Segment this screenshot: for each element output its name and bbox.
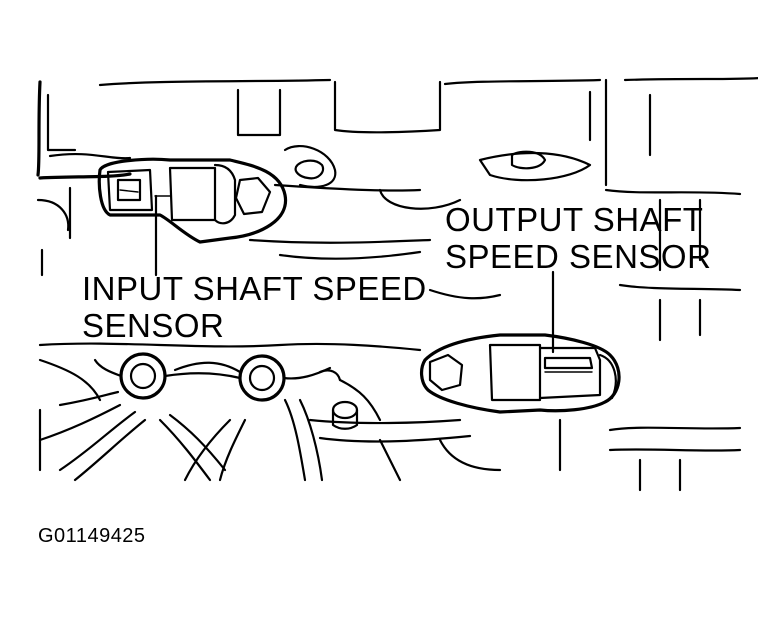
- input-label-line-2: SENSOR: [82, 307, 225, 344]
- housing-midsection: [38, 283, 742, 492]
- output-shaft-speed-sensor: [420, 333, 621, 414]
- output-shaft-speed-sensor-label: OUTPUT SHAFT SPEED SENSOR: [445, 201, 711, 275]
- input-shaft-speed-sensor-label: INPUT SHAFT SPEED SENSOR: [82, 270, 427, 344]
- input-label-line-1: INPUT SHAFT SPEED: [82, 270, 427, 307]
- output-label-line-2: SPEED SENSOR: [445, 238, 712, 275]
- figure-id: G01149425: [38, 525, 146, 547]
- housing-outline: [36, 77, 758, 277]
- input-shaft-speed-sensor: [97, 157, 288, 244]
- output-label-line-1: OUTPUT SHAFT: [445, 201, 704, 238]
